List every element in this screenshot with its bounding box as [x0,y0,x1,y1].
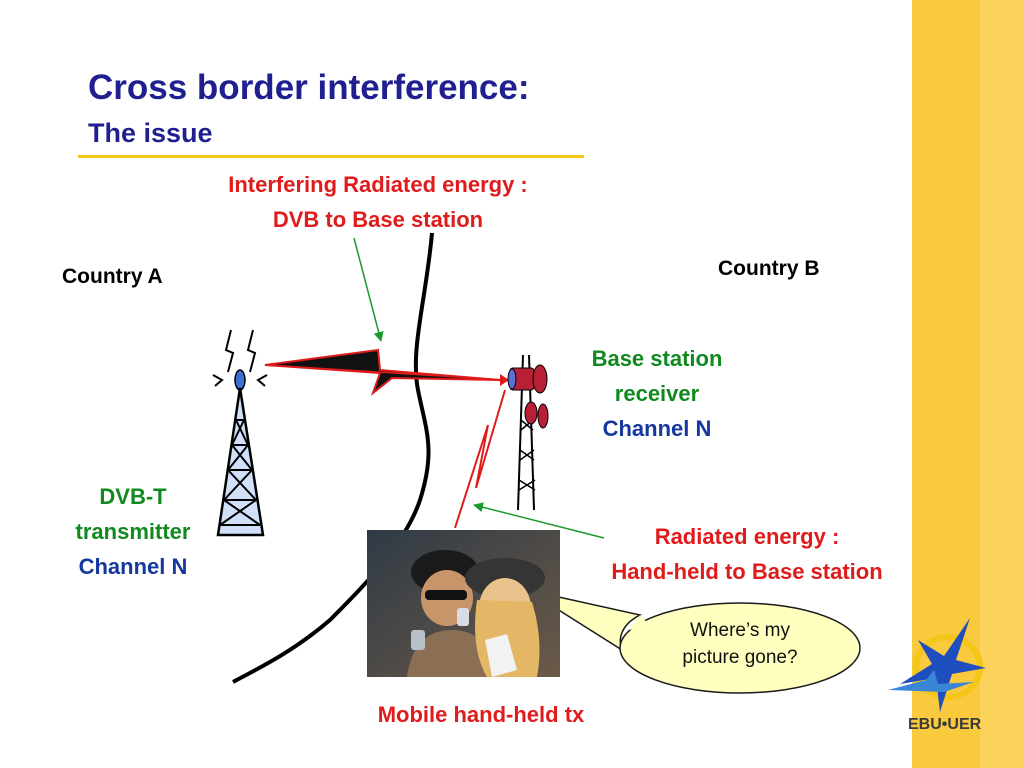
country-a-label: Country A [62,265,163,288]
interference-arrow [353,237,384,342]
people-with-phones-photo [367,530,560,677]
base-station-label: Base station receiver Channel N [591,346,723,441]
ebu-logo-text: EBU•UER [908,716,982,733]
transmitter-tower-icon [212,329,268,537]
speech-bubble-text: Where’s my picture gone? [682,620,798,668]
side-accent-bar-highlight [980,0,1024,768]
interfering-energy-label: Interfering Radiated energy : DVB to Bas… [228,172,528,232]
radiated-arrow [473,502,605,539]
slide-subtitle: The issue [88,118,213,148]
mobile-handheld-caption: Mobile hand-held tx [377,702,585,727]
handheld-bolt [454,389,506,529]
title-underline [78,155,584,158]
country-border-line [232,232,434,684]
country-b-label: Country B [718,257,820,280]
ebu-star-logo [888,618,986,712]
base-station-antenna-icon [507,354,549,511]
dvbt-transmitter-label: DVB-T transmitter Channel N [75,484,191,579]
radiated-energy-label: Radiated energy : Hand-held to Base stat… [611,524,883,584]
slide-title: Cross border interference: [88,68,530,107]
interference-bolt [264,348,501,396]
